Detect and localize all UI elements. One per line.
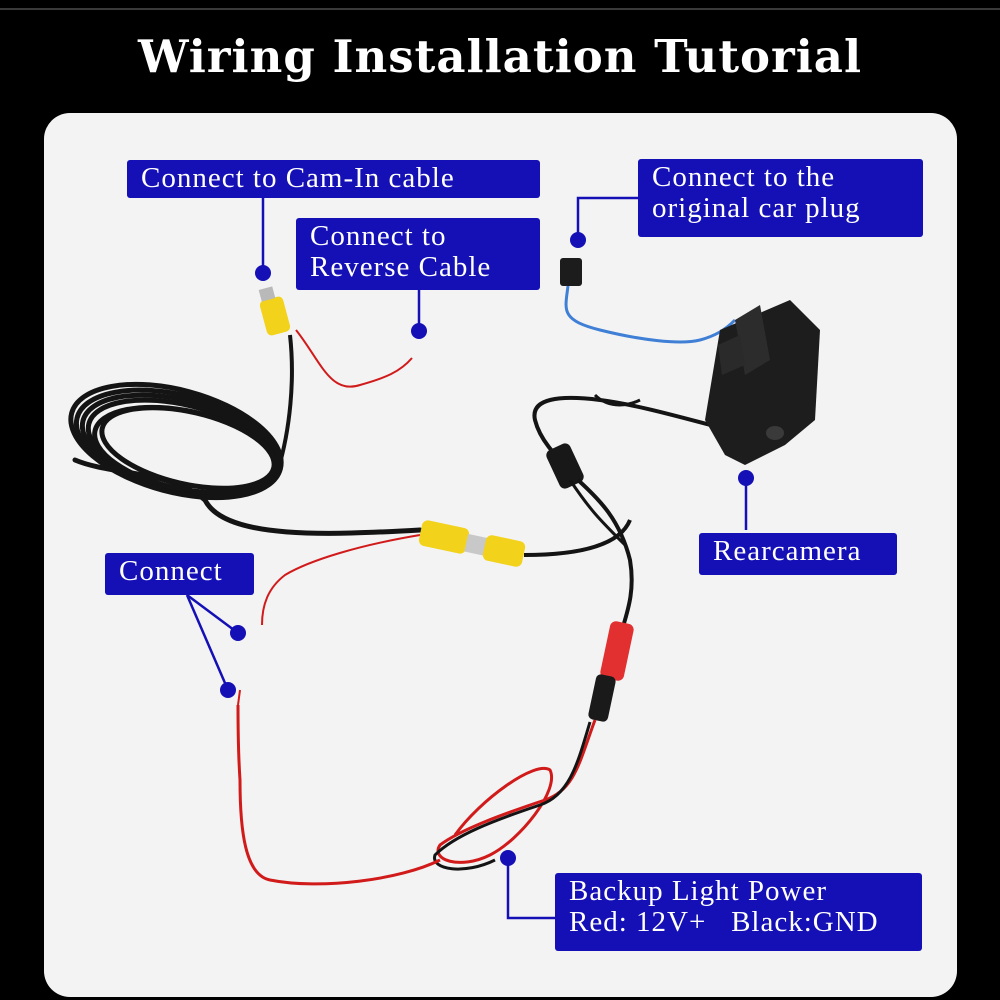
label-original-plug: Connect to the original car plug [638, 159, 923, 237]
video-cable-right [523, 519, 632, 557]
label-connect-text: Connect [119, 555, 223, 587]
label-reverse-line-1: Connect to [310, 220, 447, 252]
rca-connector-middle [418, 520, 526, 567]
camera-cable [532, 395, 731, 472]
reverse-wire-mid [261, 534, 421, 626]
label-original-plug-line-1: Connect to the [652, 161, 836, 193]
original-plug [560, 258, 737, 344]
cam-in-lead [276, 334, 294, 471]
top-divider [0, 8, 1000, 10]
label-backup-line-1: Backup Light Power [569, 875, 828, 907]
rear-camera [705, 300, 820, 465]
power-wire-coil [236, 704, 597, 886]
red-wire-end [237, 689, 241, 706]
coiled-video-cable [68, 381, 423, 536]
label-reverse: Connect to Reverse Cable [296, 218, 540, 290]
label-backup-line-2: Red: 12V+ Black:GND [569, 906, 879, 938]
splitter-sleeve [546, 443, 584, 489]
page-title: Wiring Installation Tutorial [137, 30, 863, 83]
reverse-trigger-wire [295, 329, 413, 388]
label-cam-in-text: Connect to Cam-In cable [141, 162, 455, 194]
label-original-plug-line-2: original car plug [652, 192, 861, 224]
wiring-photo [68, 258, 820, 886]
label-connect: Connect [105, 553, 254, 595]
label-rearcamera-text: Rearcamera [713, 535, 862, 567]
label-backup-power: Backup Light Power Red: 12V+ Black:GND [555, 873, 922, 951]
label-reverse-line-2: Reverse Cable [310, 251, 492, 283]
power-lead-black [576, 478, 634, 631]
rca-plug-top [258, 286, 291, 336]
power-connector [588, 621, 634, 722]
label-cam-in: Connect to Cam-In cable [127, 160, 540, 198]
label-rearcamera: Rearcamera [699, 533, 897, 575]
